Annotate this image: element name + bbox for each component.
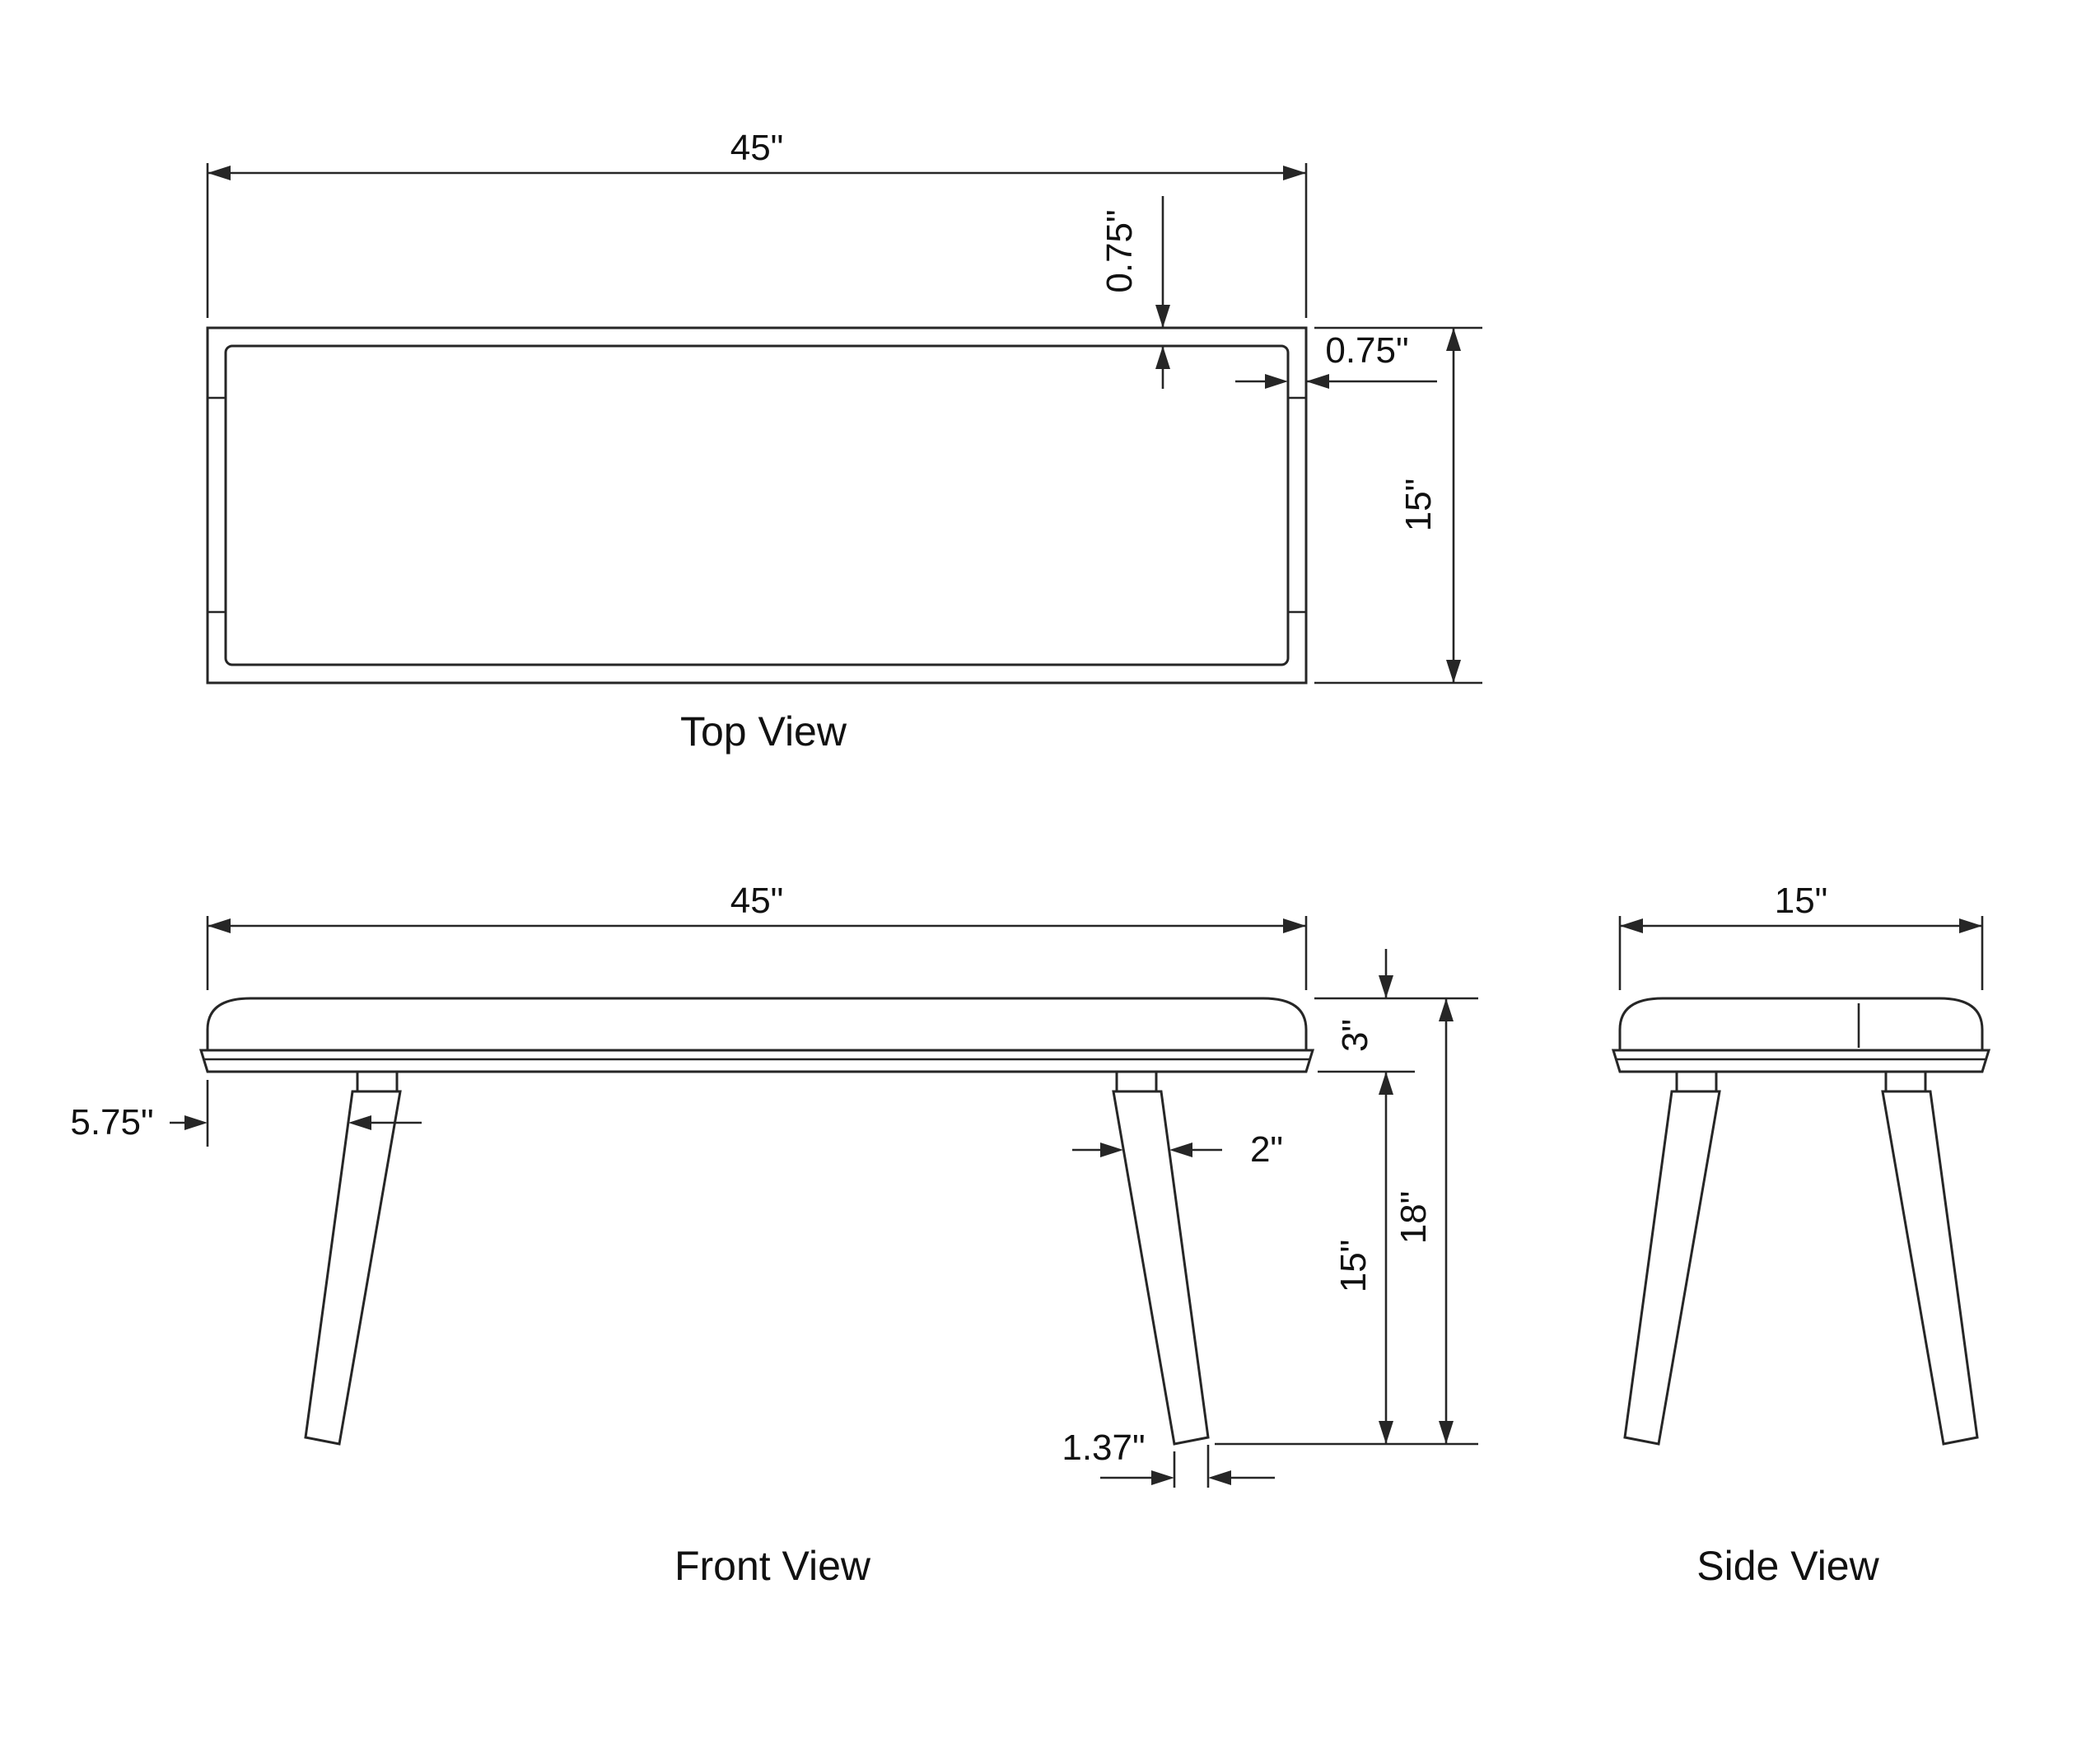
dim-top-depth: 15" bbox=[1314, 326, 1482, 685]
dim-label-side-depth: 15" bbox=[1775, 881, 1828, 921]
front-cushion bbox=[206, 997, 1308, 1052]
dim-front-leg-bottom-width: 1.37" bbox=[1062, 1428, 1275, 1488]
dim-top-width: 45" bbox=[206, 128, 1308, 318]
dim-label-cushion-height: 3" bbox=[1335, 1019, 1375, 1052]
side-left-leg-cap bbox=[1675, 1070, 1718, 1093]
dim-label-front-width: 45" bbox=[730, 881, 784, 921]
dim-front-leg-inset: 5.75" bbox=[70, 1080, 422, 1147]
dim-label-leg-height: 15" bbox=[1333, 1240, 1374, 1293]
front-left-leg-cap bbox=[356, 1070, 399, 1093]
side-view: 15" Side View bbox=[1611, 881, 1991, 1589]
front-view-label: Front View bbox=[674, 1543, 871, 1589]
dim-label-top-width: 45" bbox=[730, 128, 784, 168]
top-view-label: Top View bbox=[680, 708, 847, 755]
dim-label-top-edge-top: 0.75" bbox=[1099, 209, 1140, 292]
dim-label-top-depth: 15" bbox=[1398, 479, 1439, 532]
dim-top-edge-thickness-vertical: 0.75" bbox=[1099, 196, 1170, 389]
dim-side-depth: 15" bbox=[1618, 881, 1984, 990]
dim-label-leg-bottom-width: 1.37" bbox=[1062, 1428, 1145, 1468]
side-left-leg bbox=[1623, 1090, 1721, 1446]
side-cushion bbox=[1618, 997, 1984, 1052]
front-right-leg-cap bbox=[1115, 1070, 1158, 1093]
top-view: 45" 0.75" 0.75" 15" Top View bbox=[206, 128, 1482, 755]
dim-front-leg-top-width: 2" bbox=[1072, 1129, 1283, 1170]
side-view-label: Side View bbox=[1696, 1543, 1879, 1589]
dim-label-leg-inset: 5.75" bbox=[70, 1102, 153, 1143]
front-rail bbox=[198, 1049, 1315, 1073]
cushion-seam-lines bbox=[208, 396, 1306, 614]
dim-label-top-edge-side: 0.75" bbox=[1325, 330, 1408, 371]
side-rail bbox=[1611, 1049, 1991, 1073]
top-view-outline bbox=[206, 326, 1308, 685]
dim-label-overall-height: 18" bbox=[1393, 1191, 1434, 1245]
dim-label-leg-top-width: 2" bbox=[1250, 1129, 1283, 1170]
side-right-leg bbox=[1881, 1090, 1979, 1446]
front-view: 45" 5.75" 2" 1.37" 3" bbox=[70, 881, 1478, 1589]
dim-front-heights: 3" 15" 18" bbox=[1215, 949, 1478, 1446]
dim-top-edge-thickness-horizontal: 0.75" bbox=[1235, 330, 1437, 389]
front-left-leg bbox=[304, 1090, 402, 1446]
front-right-leg bbox=[1112, 1090, 1210, 1446]
side-view-outline bbox=[1611, 997, 1991, 1446]
dim-front-width: 45" bbox=[206, 881, 1308, 990]
side-right-leg-cap bbox=[1884, 1070, 1927, 1093]
front-view-outline bbox=[198, 997, 1315, 1446]
